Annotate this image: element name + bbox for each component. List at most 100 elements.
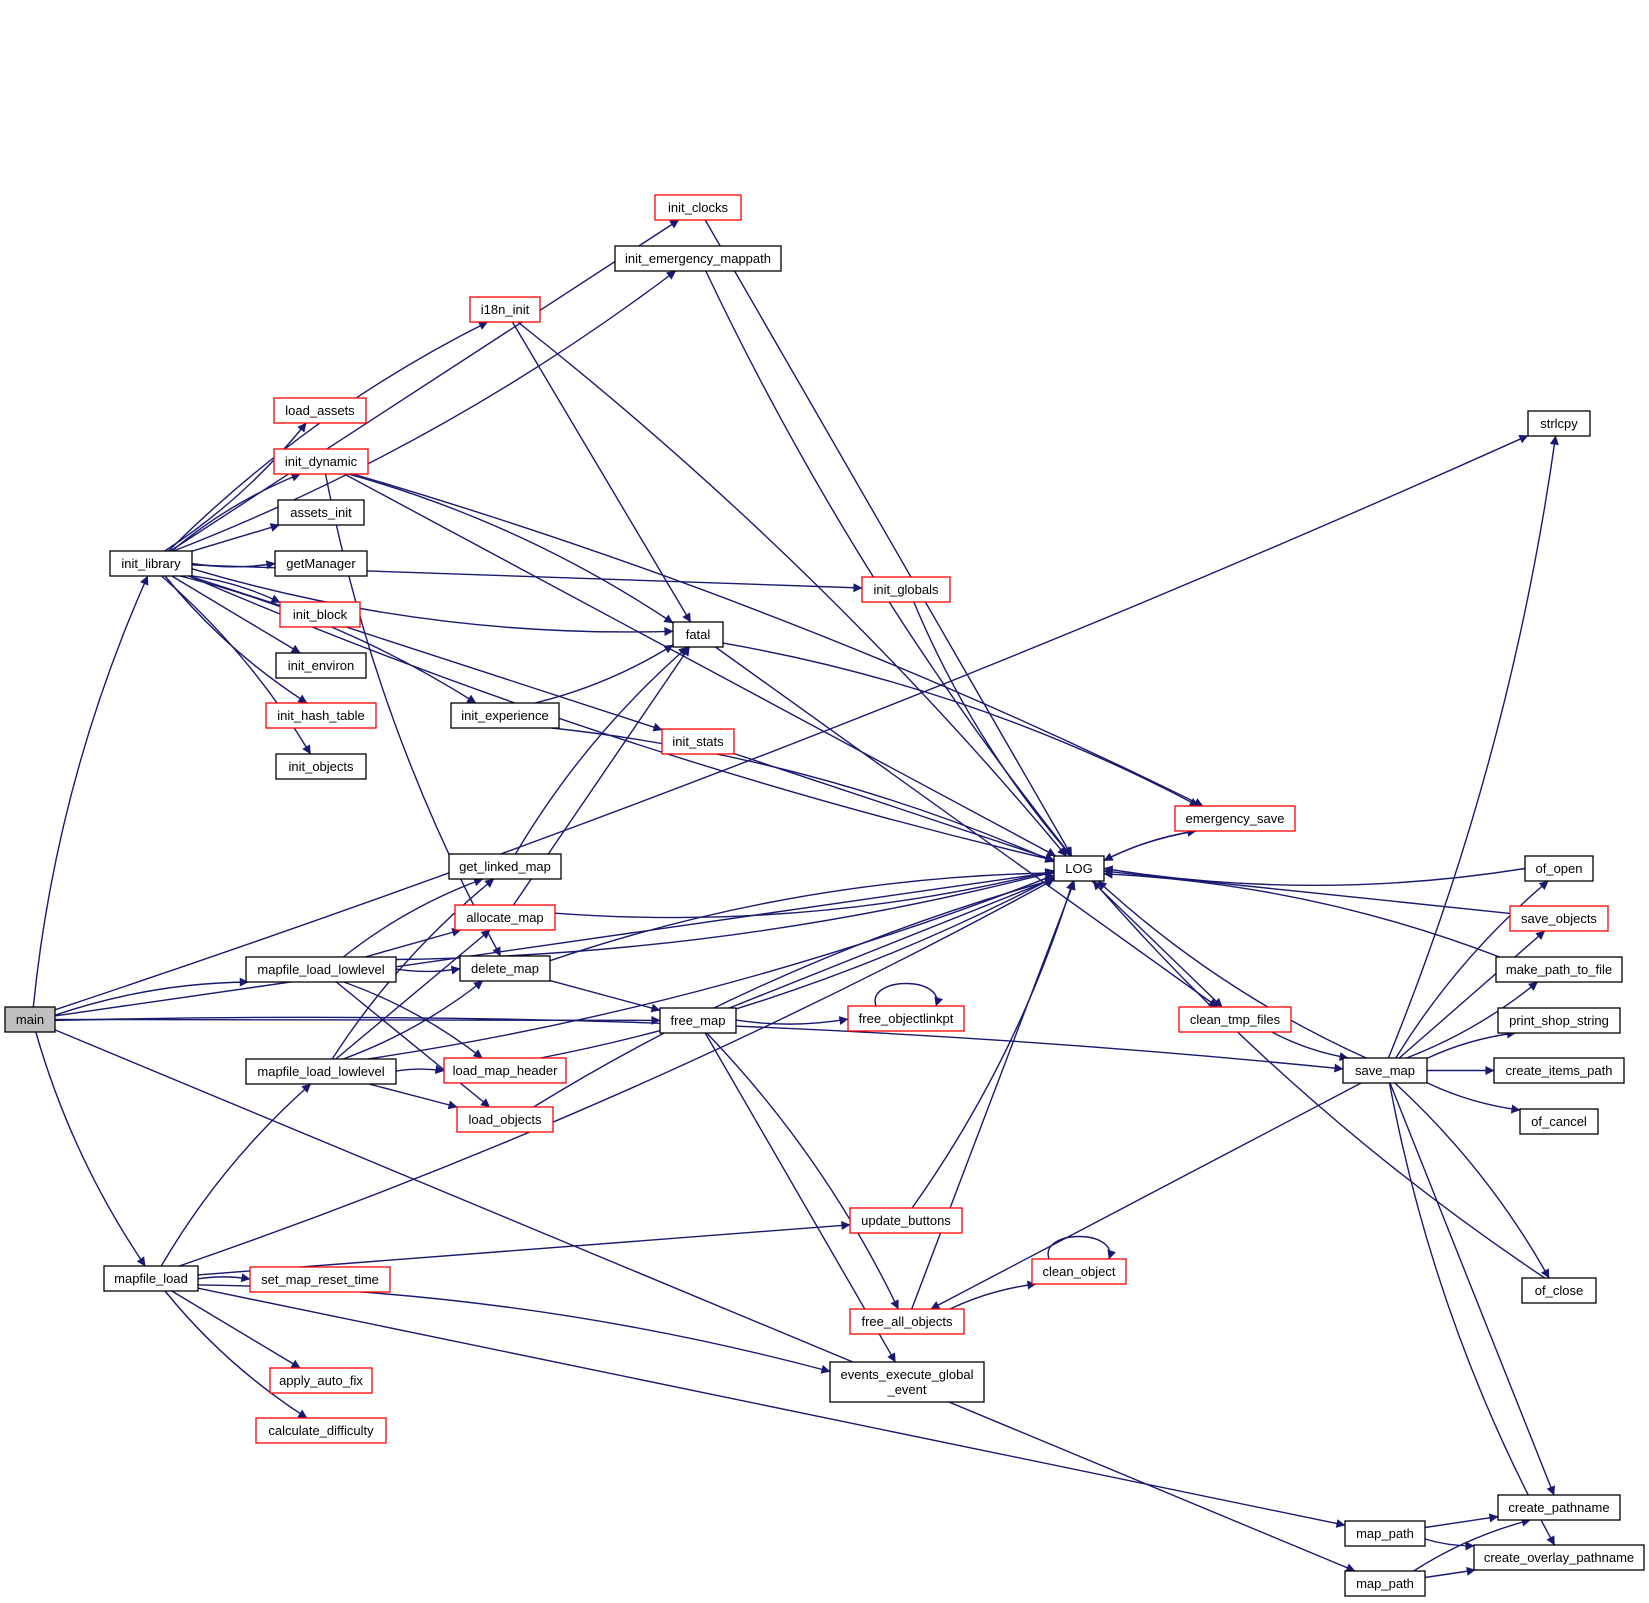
edge-free_all_objects-to-clean_object xyxy=(949,1280,1037,1310)
node-LOG[interactable]: LOG xyxy=(1053,855,1105,882)
node-free-map[interactable]: free_map xyxy=(659,1007,737,1034)
node-allocate-map[interactable]: allocate_map xyxy=(454,904,556,931)
node-label: init_environ xyxy=(288,658,355,673)
edge-mapfile_load-to-calculate_difficulty xyxy=(164,1290,308,1419)
node-label: free_map xyxy=(671,1013,726,1028)
node-init-hash-table[interactable]: init_hash_table xyxy=(265,702,377,729)
node-free-objectlinkpt[interactable]: free_objectlinkpt xyxy=(847,1005,965,1032)
node-of-close[interactable]: of_close xyxy=(1521,1277,1597,1304)
node-map-path-1[interactable]: map_path xyxy=(1344,1520,1426,1547)
node-label: clean_object xyxy=(1043,1264,1116,1279)
edge-allocate_map-to-LOG xyxy=(554,868,1055,919)
node-load-map-header[interactable]: load_map_header xyxy=(443,1057,567,1084)
node-mapfile-load-lowlevel-1[interactable]: mapfile_load_lowlevel xyxy=(245,956,397,983)
edge-init_emergency_mappath-to-LOG xyxy=(705,270,1072,857)
node-label: getManager xyxy=(286,556,356,571)
edge-save_map-to-print_shop_string xyxy=(1426,1029,1516,1060)
edge-init_dynamic-to-LOG xyxy=(343,473,1057,857)
node-mapfile-load-lowlevel-2[interactable]: mapfile_load_lowlevel xyxy=(245,1058,397,1085)
node-mapfile-load[interactable]: mapfile_load xyxy=(103,1265,199,1292)
node-emergency-save[interactable]: emergency_save xyxy=(1174,805,1296,832)
edge-init_library-to-i18n_init xyxy=(167,321,489,552)
edge-init_library-to-assets_init xyxy=(191,523,280,552)
node-update-buttons[interactable]: update_buttons xyxy=(849,1207,963,1234)
edge-mapfile_load_lowlevel_2-to-load_map_header xyxy=(395,1065,445,1074)
edge-load_map_header-to-LOG xyxy=(540,876,1055,1059)
node-init-library[interactable]: init_library xyxy=(109,550,193,577)
node-create-items-path[interactable]: create_items_path xyxy=(1493,1057,1625,1084)
edge-i18n_init-to-fatal xyxy=(511,321,692,623)
node-delete-map[interactable]: delete_map xyxy=(459,955,551,982)
node-label: apply_auto_fix xyxy=(279,1373,363,1388)
node-label: mapfile_load_lowlevel xyxy=(257,962,384,977)
edge-save_map-to-LOG xyxy=(1097,880,1367,1059)
edge-mapfile_load_lowlevel_2-to-allocate_map xyxy=(335,929,491,1060)
node-label: of_close xyxy=(1535,1283,1583,1298)
node-label: free_objectlinkpt xyxy=(859,1011,954,1026)
edge-mapfile_load-to-mapfile_load_lowlevel_2 xyxy=(160,1083,312,1267)
node-init-experience[interactable]: init_experience xyxy=(450,702,560,729)
edge-map_path_2-to-create_overlay_pathname xyxy=(1424,1566,1476,1579)
edge-init_library-to-init_dynamic xyxy=(171,473,301,552)
edge-mapfile_load-to-apply_auto_fix xyxy=(171,1290,301,1369)
node-init-emergency-mappath[interactable]: init_emergency_mappath xyxy=(614,245,782,272)
edge-mapfile_load-to-set_map_reset_time xyxy=(197,1273,251,1283)
node-init-dynamic[interactable]: init_dynamic xyxy=(273,448,369,475)
edge-mapfile_load-to-LOG xyxy=(179,878,1055,1267)
node-label: of_open xyxy=(1536,861,1583,876)
node-main[interactable]: main xyxy=(4,1006,56,1033)
edge-fatal-to-clean_tmp_files xyxy=(714,646,1219,1008)
edge-init_dynamic-to-emergency_save xyxy=(352,473,1204,807)
node-of-open[interactable]: of_open xyxy=(1524,855,1594,882)
edge-mapfile_load_lowlevel_2-to-load_objects xyxy=(368,1083,458,1110)
node-save-map[interactable]: save_map xyxy=(1342,1057,1428,1084)
node-clean-tmp-files[interactable]: clean_tmp_files xyxy=(1178,1006,1292,1033)
node-free-all-objects[interactable]: free_all_objects xyxy=(849,1308,965,1335)
edge-init_library-to-init_emergency_mappath xyxy=(173,270,677,552)
node-init-stats[interactable]: init_stats xyxy=(661,728,735,755)
node-assets-init[interactable]: assets_init xyxy=(277,499,365,526)
node-init-globals[interactable]: init_globals xyxy=(861,576,951,603)
node-of-cancel[interactable]: of_cancel xyxy=(1519,1108,1599,1135)
edge-save_map-to-of_open xyxy=(1395,880,1549,1059)
node-label: calculate_difficulty xyxy=(268,1423,374,1438)
node-label: i18n_init xyxy=(481,302,530,317)
node-label: mapfile_load xyxy=(114,1271,188,1286)
node-map-path-2[interactable]: map_path xyxy=(1344,1570,1426,1597)
node-print-shop-string[interactable]: print_shop_string xyxy=(1497,1007,1621,1034)
node-clean-object[interactable]: clean_object xyxy=(1031,1258,1127,1285)
node-make-path-to-file[interactable]: make_path_to_file xyxy=(1495,956,1623,983)
node-save-objects[interactable]: save_objects xyxy=(1509,905,1609,932)
node-apply-auto-fix[interactable]: apply_auto_fix xyxy=(269,1367,373,1394)
edge-mapfile_load-to-map_path_1 xyxy=(197,1287,1346,1528)
edge-fatal-to-emergency_save xyxy=(722,642,1199,807)
nodes-layer: maininit_librarymapfile_load_lowlevelmap… xyxy=(4,194,1645,1597)
node-init-block[interactable]: init_block xyxy=(279,601,361,628)
edge-map_path_1-to-create_overlay_pathname xyxy=(1424,1538,1475,1551)
edge-mapfile_load_lowlevel_1-to-get_linked_map xyxy=(342,877,484,958)
edge-get_linked_map-to-fatal xyxy=(514,646,689,855)
edge-init_library-to-init_objects xyxy=(161,575,312,755)
node-create-overlay-pathname[interactable]: create_overlay_pathname xyxy=(1473,1544,1645,1571)
edge-init_dynamic-to-fatal xyxy=(348,473,674,624)
edge-init_library-to-init_block xyxy=(191,575,281,604)
node-label: of_cancel xyxy=(1531,1114,1587,1129)
node-init-environ[interactable]: init_environ xyxy=(275,652,367,679)
node-set-map-reset-time[interactable]: set_map_reset_time xyxy=(249,1266,391,1293)
edge-main-to-mapfile_load_lowlevel_1 xyxy=(54,977,249,1016)
node-label: clean_tmp_files xyxy=(1190,1012,1281,1027)
node-load-assets[interactable]: load_assets xyxy=(273,397,367,424)
node-i18n-init[interactable]: i18n_init xyxy=(469,296,541,323)
node-load-objects[interactable]: load_objects xyxy=(456,1106,554,1133)
node-strlcpy[interactable]: strlcpy xyxy=(1527,410,1591,437)
node-create-pathname[interactable]: create_pathname xyxy=(1497,1494,1621,1521)
node-init-clocks[interactable]: init_clocks xyxy=(654,194,742,221)
node-events-execute-global-event[interactable]: events_execute_global_event xyxy=(829,1361,985,1403)
node-get-linked-map[interactable]: get_linked_map xyxy=(448,853,562,880)
edge-mapfile_load_lowlevel_2-to-LOG xyxy=(367,874,1055,1060)
node-init-objects[interactable]: init_objects xyxy=(275,753,367,780)
node-getManager[interactable]: getManager xyxy=(274,550,368,577)
node-calculate-difficulty[interactable]: calculate_difficulty xyxy=(255,1417,387,1444)
node-fatal[interactable]: fatal xyxy=(672,621,724,648)
